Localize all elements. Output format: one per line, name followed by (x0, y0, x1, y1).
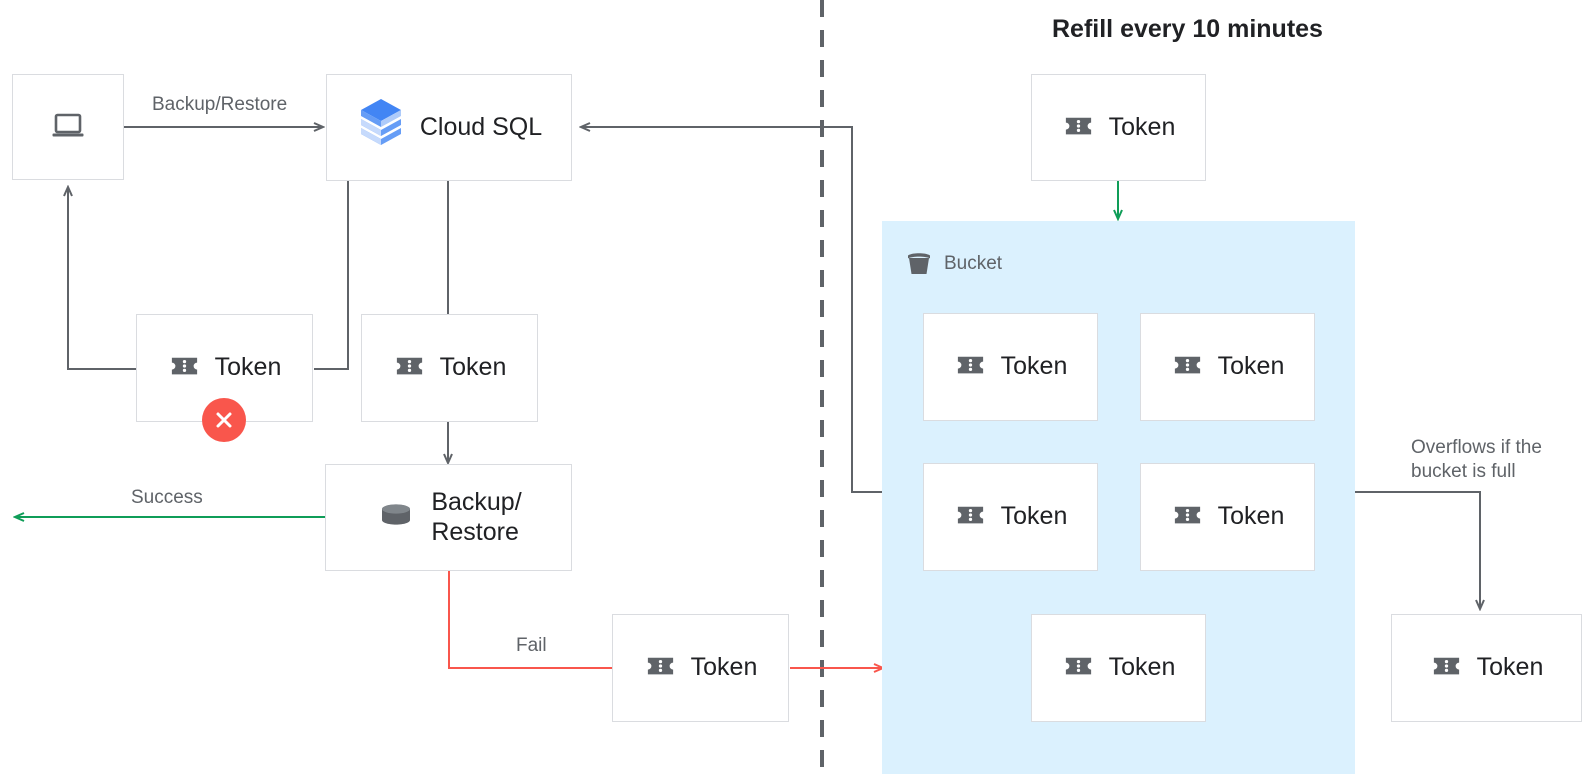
bucket-icon (904, 249, 934, 279)
edge-cloudsql-to-token-failed (314, 181, 349, 370)
cloud-sql-node[interactable]: Cloud SQL (326, 74, 572, 181)
token-icon (1430, 649, 1463, 687)
edge-label-success: Success (131, 487, 203, 508)
edge-label-backup-restore: Backup/Restore (152, 94, 288, 115)
token-icon (1062, 649, 1095, 687)
token-overflow-label: Token (1476, 653, 1544, 682)
token-icon (954, 348, 987, 386)
page-title: Refill every 10 minutes (1052, 15, 1323, 43)
bucket-token-1-label: Token (1000, 352, 1068, 381)
bucket-token-1[interactable]: Token (923, 313, 1098, 421)
token-icon (1171, 348, 1204, 386)
token-fail-path-node[interactable]: Token (612, 614, 789, 722)
database-icon (375, 494, 417, 541)
token-fail-path-label: Token (690, 653, 758, 682)
bucket-token-4[interactable]: Token (1140, 463, 1315, 571)
token-icon (393, 349, 426, 387)
token-middle-label: Token (439, 353, 507, 382)
token-overflow-node[interactable]: Token (1391, 614, 1582, 722)
client-node[interactable] (12, 74, 124, 180)
bucket-token-4-label: Token (1217, 502, 1285, 531)
cloud-sql-label: Cloud SQL (419, 112, 543, 141)
edge-label-fail: Fail (516, 635, 547, 656)
error-x-icon (202, 398, 246, 442)
edge-bucket-overflow (1355, 491, 1480, 608)
bucket-caption-label: Bucket (944, 253, 1003, 274)
token-refill-label: Token (1108, 112, 1176, 141)
edge-label-overflow: Overflows if the bucket is full (1411, 437, 1542, 482)
token-refill-node[interactable]: Token (1031, 74, 1206, 181)
token-icon (1171, 498, 1204, 536)
backup-restore-label: Backup/ Restore (431, 488, 522, 546)
cloud-sql-logo (356, 97, 406, 158)
edge-token-failed-to-client (68, 188, 136, 370)
token-icon (168, 349, 201, 387)
token-icon (644, 649, 677, 687)
token-icon (954, 498, 987, 536)
token-icon (1062, 109, 1095, 147)
bucket-token-2-label: Token (1217, 352, 1285, 381)
bucket-token-5[interactable]: Token (1031, 614, 1206, 722)
token-failed-label: Token (214, 353, 282, 382)
bucket-caption: Bucket (904, 249, 1002, 279)
token-middle-node[interactable]: Token (361, 314, 538, 422)
bucket-token-3[interactable]: Token (923, 463, 1098, 571)
edge-bucket-to-cloudsql (582, 127, 882, 493)
laptop-icon (47, 104, 89, 151)
bucket-token-3-label: Token (1000, 502, 1068, 531)
bucket-token-2[interactable]: Token (1140, 313, 1315, 421)
backup-restore-node[interactable]: Backup/ Restore (325, 464, 572, 571)
bucket-token-5-label: Token (1108, 653, 1176, 682)
